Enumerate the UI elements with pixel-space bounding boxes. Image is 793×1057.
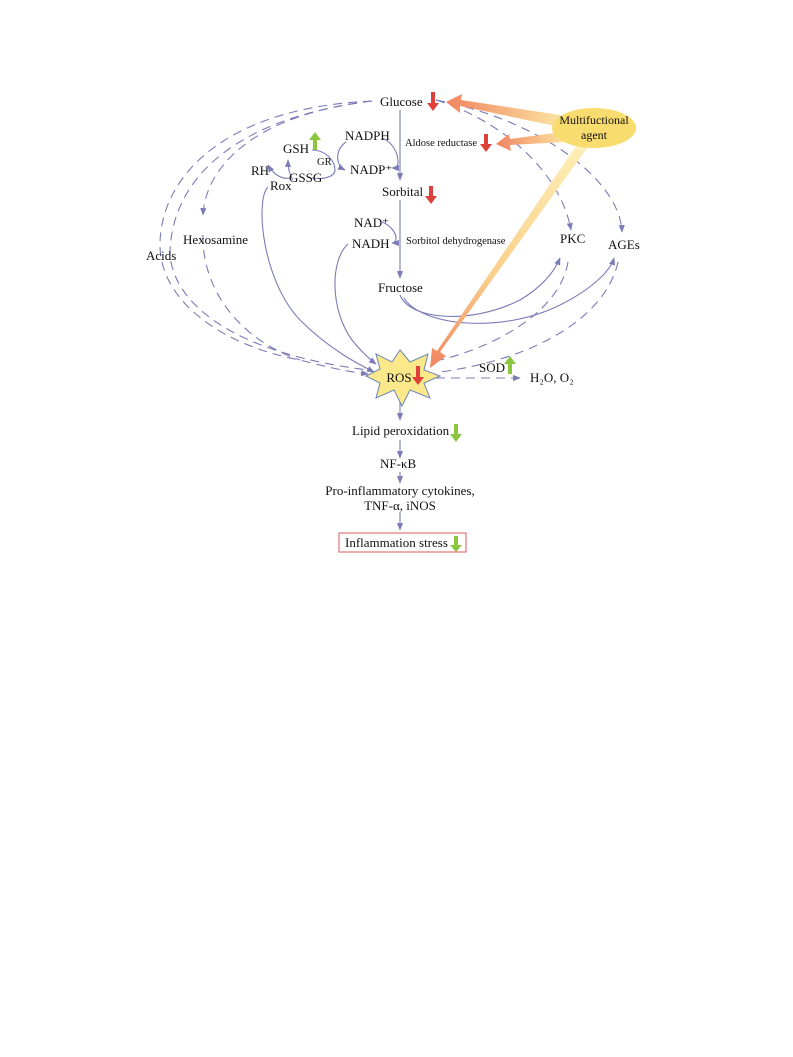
rh-label: RH <box>251 163 269 178</box>
lipid-peroxidation-decrease-icon <box>450 424 462 442</box>
glucose-label: Glucose <box>380 94 423 109</box>
agent-label-line1: Multifuctional <box>559 113 629 127</box>
ros-label: ROS <box>386 370 411 385</box>
node-labels: Glucose NADPH Aldose reductase NADP⁺ GSH… <box>146 94 640 550</box>
gssg-label: GSSG <box>289 170 322 185</box>
multifunctional-agent: Multifuctional agent <box>552 108 636 148</box>
nadh-label: NADH <box>352 236 390 251</box>
agent-effect-arrows <box>430 94 590 368</box>
ros-decrease-icon <box>412 366 424 385</box>
agent-to-glucose-arrow <box>446 94 560 127</box>
aldose-reductase-decrease-icon <box>480 134 492 152</box>
inflammation-stress-label: Inflammation stress <box>345 535 448 550</box>
cytokines-label-line2: TNF-α, iNOS <box>364 498 436 513</box>
rox-label: Rox <box>270 178 292 193</box>
nad-label: NAD⁺ <box>354 215 389 230</box>
nadph-label: NADPH <box>345 128 390 143</box>
sorbital-decrease-icon <box>425 186 437 204</box>
agent-to-aldose-arrow <box>496 132 565 151</box>
hexosamine-label: Hexosamine <box>183 232 248 247</box>
h2o-o2-label: H₂O, O₂ <box>530 370 574 385</box>
acids-label: Acids <box>146 248 176 263</box>
agent-to-ros-arrow <box>430 140 590 368</box>
gsh-label: GSH <box>283 141 309 156</box>
cytokines-label-line1: Pro-inflammatory cytokines, <box>325 483 474 498</box>
glucose-decrease-icon <box>427 92 439 111</box>
inflammation-stress-decrease-icon <box>450 536 462 552</box>
agent-label-line2: agent <box>581 128 608 142</box>
gr-label: GR <box>317 157 332 168</box>
gsh-increase-icon <box>309 132 321 150</box>
indicator-arrows <box>309 92 516 552</box>
dashed-pathways <box>159 99 625 382</box>
sod-increase-icon <box>504 356 516 374</box>
ages-label: AGEs <box>608 237 640 252</box>
sorbitol-dehydrogenase-label: Sorbitol dehydrogenase <box>406 236 506 247</box>
solid-pathways <box>261 110 616 531</box>
fructose-label: Fructose <box>378 280 423 295</box>
aldose-reductase-label: Aldose reductase <box>405 138 477 149</box>
inflammation-stress-box <box>338 532 467 553</box>
lipid-peroxidation-label: Lipid peroxidation <box>352 423 450 438</box>
sorbital-label: Sorbital <box>382 184 424 199</box>
nadp-label: NADP⁺ <box>350 162 392 177</box>
nfkb-label: NF-κB <box>380 456 416 471</box>
ros-starburst: ROS <box>364 349 442 408</box>
pkc-label: PKC <box>560 231 585 246</box>
sod-label: SOD <box>479 360 505 375</box>
